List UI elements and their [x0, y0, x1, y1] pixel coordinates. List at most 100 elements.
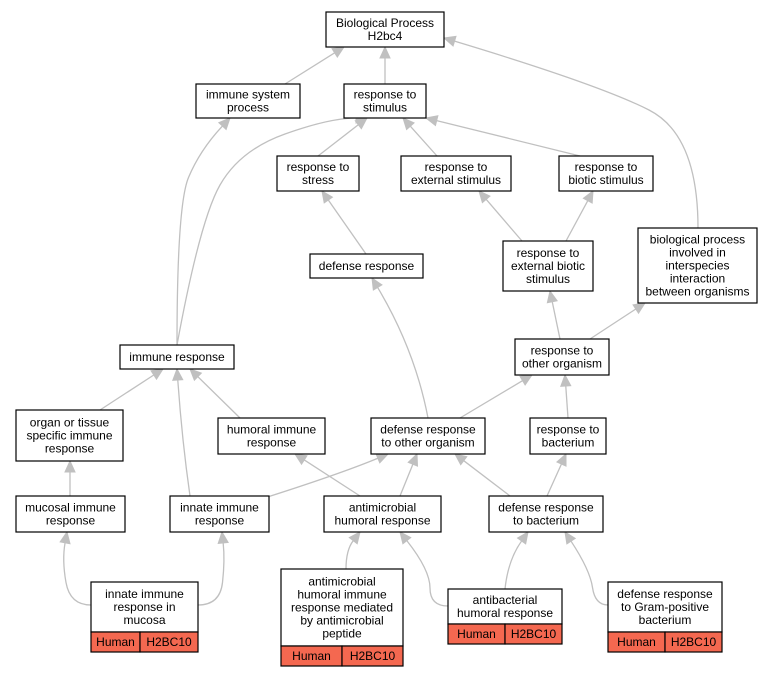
edge-line: [99, 374, 155, 411]
edge-line: [399, 463, 414, 497]
node-label-line: antibacterial: [473, 593, 538, 607]
arrowhead-icon: [379, 45, 391, 59]
node-label-line: antimicrobial: [349, 501, 416, 515]
arrowhead-icon: [150, 368, 165, 381]
node-label-line: to other organism: [381, 436, 474, 450]
node-box: [325, 11, 445, 48]
node-label-line: response: [46, 514, 96, 528]
edge-rtebs-to-rtbs: [565, 189, 594, 242]
edge-line: [485, 198, 523, 242]
node-label-line: stimulus: [363, 101, 407, 115]
node-label-line: response to: [531, 344, 594, 358]
node-box: [400, 155, 512, 192]
species-tag-label: Human: [292, 649, 331, 663]
node-label-line: mucosa: [123, 613, 165, 627]
arrowhead-icon: [331, 46, 346, 59]
edge-line: [459, 380, 523, 419]
node-label-line: defense response: [498, 501, 594, 515]
arrowhead-icon: [293, 453, 308, 466]
node-box: [217, 417, 326, 455]
arrowhead-icon: [546, 289, 559, 304]
node-label-line: interspecies: [665, 259, 729, 273]
node-box: [607, 581, 723, 633]
edge-rts-to-bp: [379, 45, 391, 84]
edge-innir-to-ir: [172, 367, 191, 497]
node-label-line: innate immune: [180, 501, 259, 515]
node-box: [637, 227, 758, 304]
edge-line: [454, 40, 699, 229]
edge-drtoo-to-dr: [371, 276, 429, 419]
edge-line: [176, 117, 357, 346]
arrowhead-icon: [64, 459, 76, 473]
node-label-line: humoral immune: [227, 423, 317, 437]
node-label-line: response mediated: [291, 601, 393, 615]
gene-tag-label: H2BC10: [146, 635, 192, 649]
species-tag-label: Human: [617, 635, 656, 649]
edge-line: [345, 540, 354, 570]
edge-drtgpb-to-drtb: [564, 530, 609, 606]
edge-abhr-to-ahr: [399, 531, 449, 607]
edge-line: [303, 459, 361, 497]
node-box: [309, 253, 424, 279]
edge-line: [197, 542, 225, 606]
node-box: [119, 344, 235, 370]
node-label-line: to bacterium: [513, 514, 579, 528]
arrowhead-icon: [478, 190, 491, 204]
arrowhead-icon: [560, 373, 572, 387]
node-label-line: response to: [537, 423, 600, 437]
arrowhead-icon: [354, 117, 368, 130]
arrowhead-icon: [442, 35, 457, 47]
node-label-line: humoral response: [334, 514, 430, 528]
edge-dr-to-rtstress: [321, 190, 367, 255]
edge-line: [377, 287, 429, 419]
arrowhead-icon: [555, 452, 567, 467]
node-box: [90, 581, 199, 633]
node-label-line: biotic stimulus: [568, 173, 643, 187]
gene-tag: [341, 645, 404, 667]
node-label-line: response to: [287, 160, 350, 174]
node-label-line: biological process: [650, 233, 745, 247]
node-label-line: mucosal immune: [25, 501, 116, 515]
node-box: [280, 568, 404, 647]
go-term-node-dr[interactable]: defense response: [309, 253, 424, 279]
edge-rtoo-to-rtebs: [546, 289, 561, 340]
edge-ahirm-to-ahr: [345, 531, 361, 570]
edge-ir-to-isp: [176, 117, 231, 346]
node-box: [15, 495, 126, 533]
node-label-line: involved in: [669, 246, 726, 260]
node-box: [15, 409, 124, 462]
edge-line: [197, 376, 241, 419]
edge-ahr-to-drtoo: [399, 452, 419, 497]
node-label-line: by antimicrobial: [300, 614, 383, 628]
edge-rtes-to-rts: [402, 117, 438, 157]
node-label-line: interaction: [670, 272, 725, 286]
node-label-line: immune response: [129, 350, 225, 364]
edge-line: [565, 200, 589, 242]
node-label-line: innate immune: [105, 587, 184, 601]
edge-hir-to-ir: [189, 368, 241, 419]
arrowhead-icon: [516, 531, 529, 545]
go-term-node-ir[interactable]: immune response: [119, 344, 235, 370]
